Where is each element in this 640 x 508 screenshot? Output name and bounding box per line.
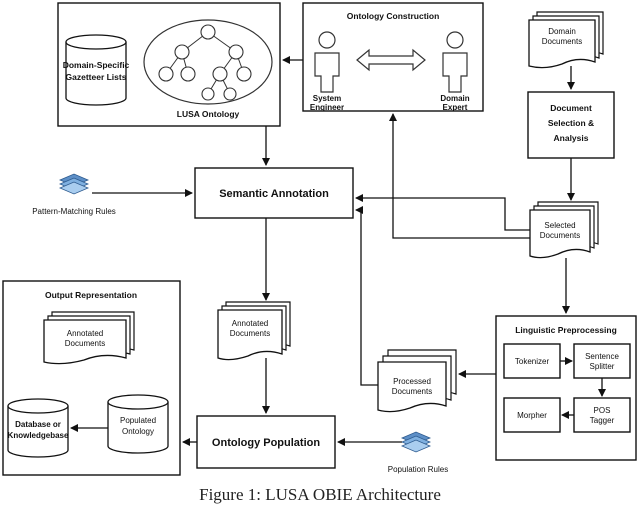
system-engineer-label-1: System bbox=[313, 94, 341, 103]
tokenizer-label: Tokenizer bbox=[515, 357, 550, 366]
ontology-construction-box: Ontology Construction System Engineer Do… bbox=[302, 2, 484, 112]
lusa-ontology-box: Domain-Specific Gazetteer Lists LUSA Ont… bbox=[57, 2, 281, 127]
domain-documents-shape: Domain Documents bbox=[528, 11, 604, 69]
population-rules-label: Population Rules bbox=[388, 465, 448, 474]
domain-expert-label-1: Domain bbox=[440, 94, 469, 103]
document-selection-label-2: Selection & bbox=[548, 118, 594, 128]
gazetteer-label-1: Domain-Specific bbox=[63, 60, 130, 70]
annotated-documents-label-2: Documents bbox=[230, 329, 270, 338]
processed-documents-label-1: Processed bbox=[393, 377, 431, 386]
document-selection-label-1: Document bbox=[550, 103, 592, 113]
processed-documents-label-2: Documents bbox=[392, 387, 432, 396]
pos-tagger-label-2: Tagger bbox=[590, 416, 615, 425]
linguistic-preprocessing-title: Linguistic Preprocessing bbox=[515, 325, 617, 335]
domain-expert-label-2: Expert bbox=[443, 103, 468, 112]
output-annotated-documents-shape: Annotated Documents bbox=[43, 311, 135, 365]
selected-documents-label-1: Selected bbox=[544, 221, 575, 230]
system-engineer-icon bbox=[314, 31, 340, 93]
ontology-population-box: Ontology Population bbox=[196, 415, 336, 469]
document-selection-label-3: Analysis bbox=[554, 133, 589, 143]
domain-expert-icon bbox=[442, 31, 468, 93]
annotated-documents-label-1: Annotated bbox=[232, 319, 268, 328]
selected-documents-shape: Selected Documents bbox=[529, 201, 599, 259]
ontology-tree-icon bbox=[143, 19, 273, 105]
sentence-splitter-label-2: Splitter bbox=[590, 362, 615, 371]
gazetteer-database-icon bbox=[65, 34, 127, 106]
pattern-rules-label: Pattern-Matching Rules bbox=[32, 207, 116, 216]
double-arrow-icon bbox=[356, 48, 426, 72]
pattern-rules-icon bbox=[59, 173, 89, 195]
output-representation-title: Output Representation bbox=[45, 290, 137, 300]
populated-ontology-label-1: Populated bbox=[120, 416, 156, 425]
ontology-construction-title: Ontology Construction bbox=[347, 11, 440, 21]
database-label-1: Database or bbox=[15, 420, 61, 429]
database-label-2: Knowledgebase bbox=[8, 431, 69, 440]
semantic-annotation-box: Semantic Annotation bbox=[194, 167, 354, 219]
sentence-splitter-label-1: Sentence bbox=[585, 352, 619, 361]
document-selection-box: Document Selection & Analysis bbox=[527, 91, 615, 159]
processed-documents-shape: Processed Documents bbox=[377, 349, 457, 413]
system-engineer-label-2: Engineer bbox=[310, 103, 344, 112]
output-annotated-label-2: Documents bbox=[65, 339, 105, 348]
population-rules-icon bbox=[401, 431, 431, 453]
populated-ontology-label-2: Ontology bbox=[122, 427, 154, 436]
output-annotated-label-1: Annotated bbox=[67, 329, 103, 338]
output-representation-box: Output Representation Annotated Document… bbox=[2, 280, 181, 476]
linguistic-preprocessing-box: Linguistic Preprocessing Tokenizer Sente… bbox=[495, 315, 637, 461]
morpher-label: Morpher bbox=[517, 411, 547, 420]
populated-ontology-database-icon: Populated Ontology bbox=[107, 394, 169, 454]
pos-tagger-label-1: POS bbox=[594, 406, 611, 415]
annotated-documents-shape: Annotated Documents bbox=[217, 301, 291, 361]
ontology-population-label: Ontology Population bbox=[212, 437, 320, 449]
gazetteer-label-2: Gazetteer Lists bbox=[66, 72, 127, 82]
domain-documents-label-1: Domain bbox=[548, 27, 576, 36]
selected-documents-label-2: Documents bbox=[540, 231, 580, 240]
connectors bbox=[70, 56, 575, 446]
figure-caption: Figure 1: LUSA OBIE Architecture bbox=[199, 485, 441, 504]
lusa-ontology-title: LUSA Ontology bbox=[177, 109, 240, 119]
domain-documents-label-2: Documents bbox=[542, 37, 582, 46]
semantic-annotation-label: Semantic Annotation bbox=[219, 188, 329, 200]
knowledgebase-database-icon: Database or Knowledgebase bbox=[7, 398, 69, 458]
